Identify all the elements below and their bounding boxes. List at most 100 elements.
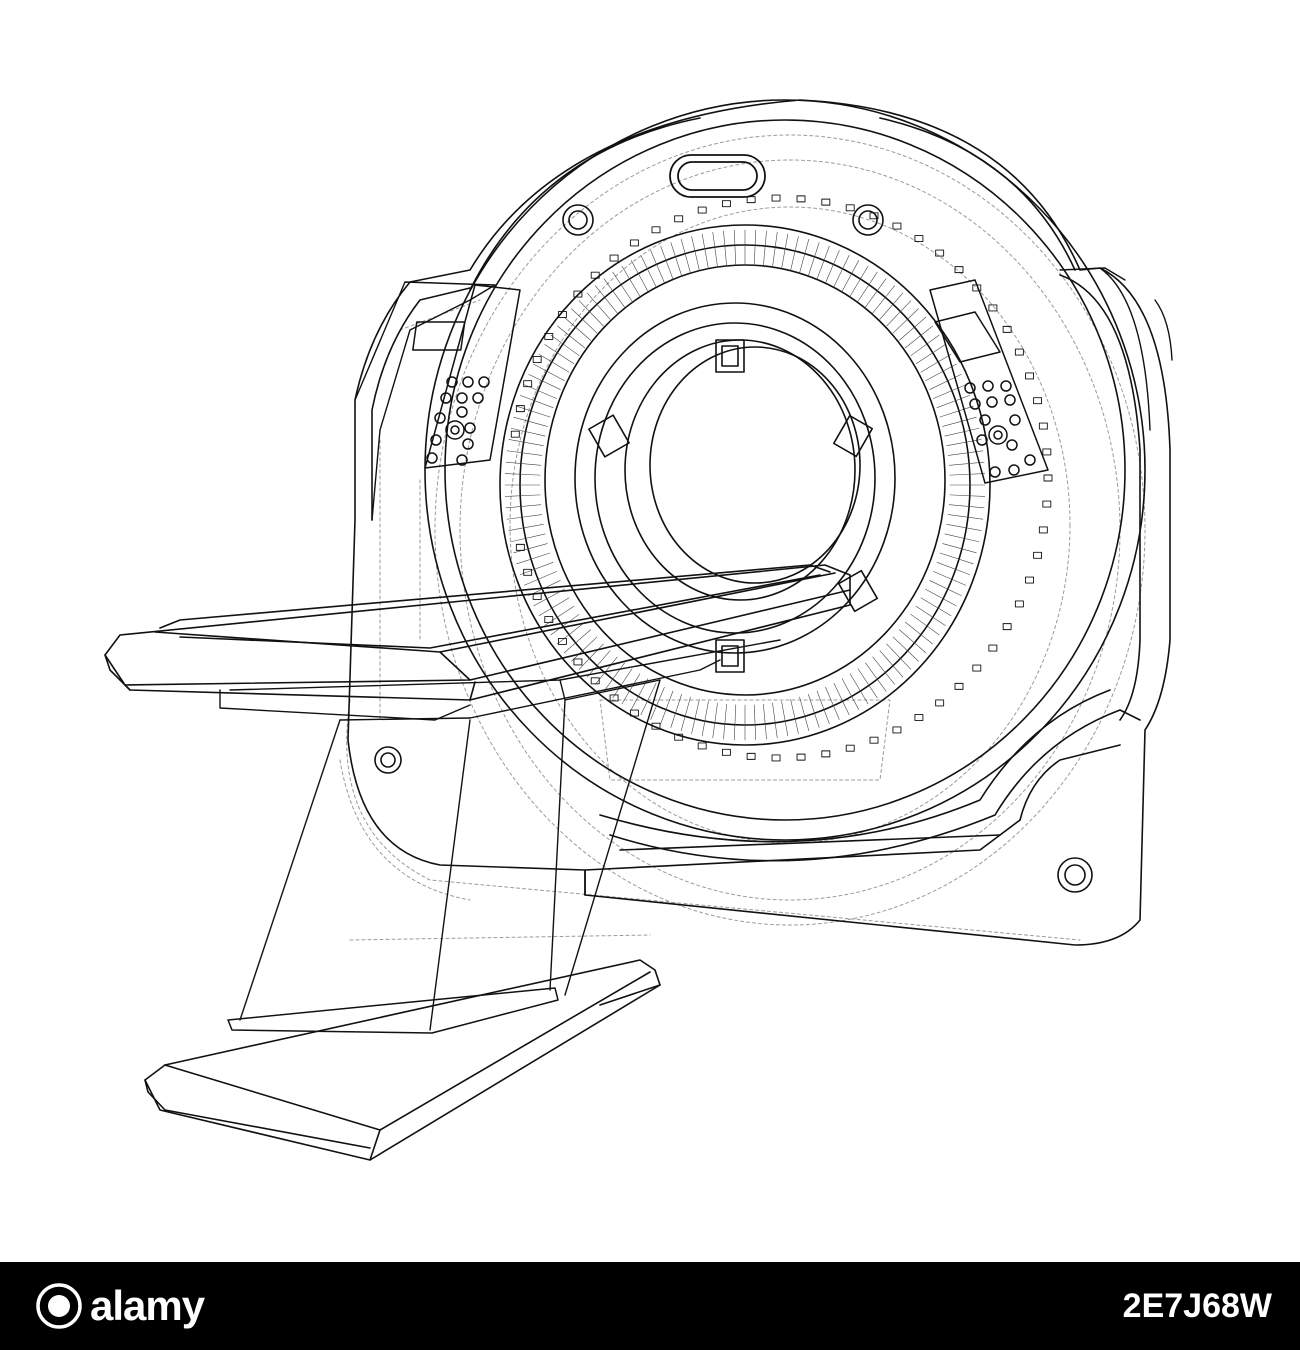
panel-main-button-core xyxy=(993,430,1003,440)
panel-button xyxy=(434,412,446,424)
hatch-line xyxy=(948,461,985,466)
hatch-line xyxy=(712,232,718,268)
hatch-line xyxy=(790,699,799,734)
hatch-line xyxy=(886,643,912,670)
panel-button xyxy=(982,380,994,392)
face-dot xyxy=(629,239,639,247)
panel-button xyxy=(1009,414,1021,426)
panel-button xyxy=(1000,380,1012,392)
gantry-housing xyxy=(347,99,1171,946)
hatch-line xyxy=(910,334,940,356)
face-dot xyxy=(935,699,945,707)
panel-button xyxy=(979,414,991,426)
hatch-line xyxy=(808,693,820,728)
panel-button xyxy=(456,454,468,466)
hatch-line xyxy=(563,629,591,654)
face-dot xyxy=(721,200,731,208)
hatch-line xyxy=(849,673,869,705)
face-dot xyxy=(746,196,756,204)
hatch-line xyxy=(603,662,625,692)
face-dot xyxy=(972,664,982,672)
panel-button xyxy=(462,438,474,450)
hatch-line xyxy=(504,494,541,497)
hatch-line xyxy=(947,450,984,456)
face-dot xyxy=(674,215,684,223)
hatch-line xyxy=(816,690,830,725)
face-dot xyxy=(1025,576,1035,584)
panel-button xyxy=(440,392,452,404)
panel-button xyxy=(462,376,474,388)
hatch-line xyxy=(781,701,789,737)
hatch-line xyxy=(680,238,691,274)
hatch-line xyxy=(904,325,933,349)
panel-button xyxy=(969,398,981,410)
face-dot xyxy=(746,752,756,760)
face-dot xyxy=(609,254,619,262)
hatch-line xyxy=(933,384,966,399)
panel-button xyxy=(1024,454,1036,466)
hatch-line xyxy=(578,643,604,670)
face-dot xyxy=(771,754,781,762)
hatch-line xyxy=(640,254,657,288)
face-dot xyxy=(1033,551,1043,559)
bore-markers xyxy=(588,339,879,673)
hatch-line xyxy=(723,703,727,740)
panel-button xyxy=(1004,394,1016,406)
hatch-line xyxy=(892,308,919,334)
hatch-line xyxy=(946,439,982,447)
patient-table-top xyxy=(104,564,851,701)
face-dot xyxy=(590,271,600,279)
face-dot xyxy=(544,616,554,624)
panel-button xyxy=(464,422,476,434)
hatch-line xyxy=(857,271,878,302)
hatch-line xyxy=(504,473,541,476)
hatch-line xyxy=(947,514,984,520)
hatch-line xyxy=(872,285,895,314)
face-dot xyxy=(573,658,583,666)
hatch-line xyxy=(513,416,548,427)
face-dots xyxy=(510,194,1053,762)
face-dot xyxy=(845,204,855,212)
face-dot xyxy=(892,222,902,230)
hatch-line xyxy=(701,233,709,269)
hatch-line xyxy=(516,552,551,565)
hatch-line xyxy=(603,278,625,308)
hatch-line xyxy=(753,229,757,266)
alamy-logo-icon xyxy=(36,1283,82,1329)
ct-scanner-wireframe-illustration xyxy=(104,99,1173,1161)
hatch-line xyxy=(944,533,980,543)
hatch-line xyxy=(660,245,674,280)
hatch-line xyxy=(799,238,810,274)
hatch-line xyxy=(915,605,946,626)
face-dot xyxy=(557,638,567,645)
pedestal-column xyxy=(239,679,661,1031)
hatch-line xyxy=(505,461,542,466)
hatch-line xyxy=(733,704,737,741)
side-panels xyxy=(354,267,1173,521)
hatch-line xyxy=(723,230,727,267)
hatch-line xyxy=(929,374,962,390)
hatch-line xyxy=(528,374,561,390)
face-dot xyxy=(914,235,924,242)
face-dot xyxy=(629,709,639,717)
panel-button xyxy=(989,466,1001,478)
face-dot xyxy=(651,226,661,234)
face-dot xyxy=(1038,526,1048,534)
hatch-line xyxy=(841,678,860,710)
hatch-line xyxy=(899,629,927,654)
hatch-line xyxy=(948,504,985,509)
face-dot xyxy=(609,694,619,702)
bore-hatching xyxy=(504,229,986,741)
hatch-line xyxy=(520,562,554,575)
face-dot xyxy=(972,284,982,292)
hatch-line xyxy=(533,363,565,382)
panel-main-button xyxy=(988,425,1008,445)
hatch-line xyxy=(586,650,611,678)
floor-base xyxy=(144,959,661,1161)
hatch-line xyxy=(650,250,665,284)
hatch-line xyxy=(825,686,840,720)
hatch-line xyxy=(781,233,789,269)
face-dot xyxy=(1042,448,1052,456)
panel-button xyxy=(472,392,484,404)
hatch-line xyxy=(571,636,598,662)
